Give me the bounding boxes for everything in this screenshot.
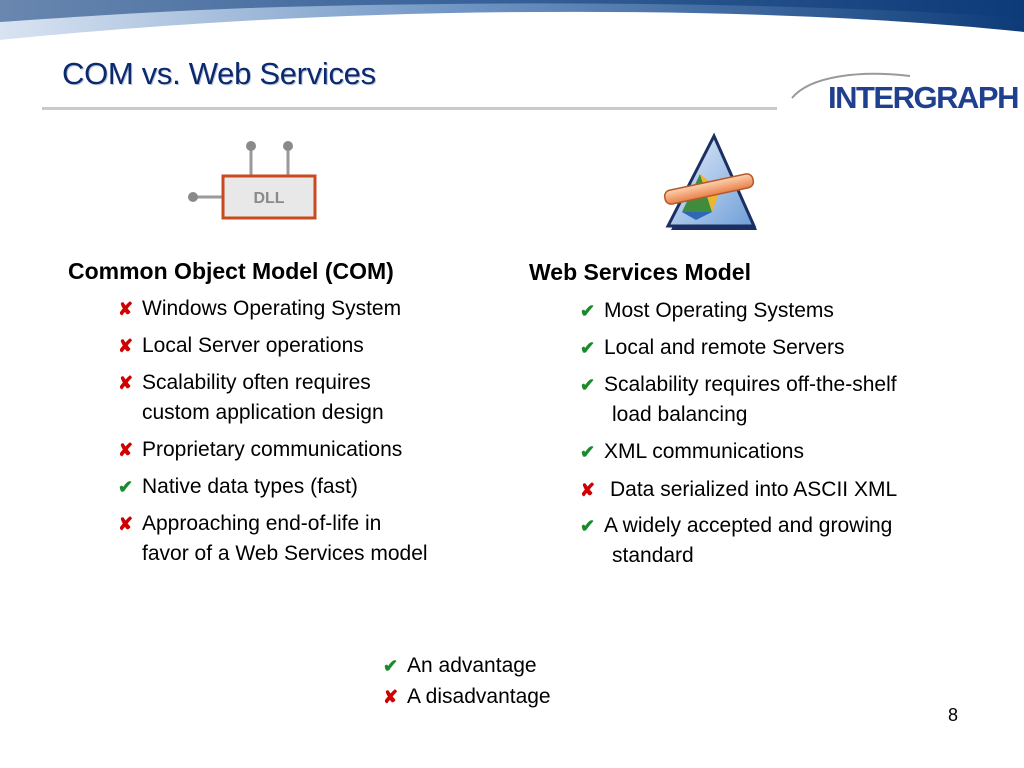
cross-icon: ✘ [118, 440, 134, 460]
com-item: ✔ Native data types (fast) [118, 472, 358, 502]
item-text-continued: custom application design [142, 401, 384, 424]
top-banner [0, 0, 1024, 48]
com-item: ✘ Approaching end-of-life in favor of a W… [118, 509, 428, 569]
item-text: Scalability often requires [142, 371, 371, 394]
item-text: Scalability requires off-the-shelf [604, 373, 897, 396]
item-text: Proprietary communications [142, 438, 403, 461]
checkmark-icon: ✔ [118, 477, 134, 497]
cross-icon: ✘ [118, 514, 134, 534]
item-text: XML communications [604, 440, 804, 463]
legend-disadvantage: ✘ A disadvantage [383, 682, 551, 712]
checkmark-icon: ✔ [580, 442, 596, 462]
intergraph-logo [791, 72, 911, 99]
item-text-continued: favor of a Web Services model [142, 542, 428, 565]
item-text-continued: standard [612, 544, 694, 567]
com-item: ✘ Windows Operating System [118, 294, 401, 324]
checkmark-icon: ✔ [580, 516, 596, 536]
title-divider [42, 107, 777, 110]
web-services-heading: Web Services Model [529, 259, 751, 285]
ws-item: ✔ Local and remote Servers [580, 333, 844, 363]
item-text: Local Server operations [142, 334, 364, 357]
ws-item: ✔ XML communications [580, 437, 804, 467]
item-text: Windows Operating System [142, 297, 402, 320]
com-item: ✘ Proprietary communications [118, 435, 402, 465]
com-item: ✘ Scalability often requires custom appli… [118, 368, 384, 428]
item-text: Local and remote Servers [604, 336, 845, 359]
ws-item: ✘ Data serialized into ASCII XML [580, 475, 897, 505]
checkmark-icon: ✔ [383, 656, 399, 676]
legend-advantage-label: An advantage [407, 654, 537, 677]
ws-item: ✔ Scalability requires off-the-shelf load… [580, 370, 897, 430]
checkmark-icon: ✔ [580, 375, 596, 395]
com-item: ✘ Local Server operations [118, 331, 364, 361]
cross-icon: ✘ [580, 480, 596, 500]
cross-icon: ✘ [118, 299, 134, 319]
item-text: Data serialized into ASCII XML [610, 478, 898, 501]
item-text: Native data types (fast) [142, 475, 358, 498]
item-text-continued: load balancing [612, 403, 748, 426]
ws-item: ✔ Most Operating Systems [580, 296, 834, 326]
page-title: COM vs. Web Services [62, 56, 376, 91]
page-number: 8 [948, 705, 959, 725]
dll-component-icon: DLL [188, 141, 317, 220]
web-services-icon [663, 132, 757, 230]
ws-item: ✔ A widely accepted and growing standard [580, 511, 892, 571]
logo-text: INTERGRAPH [828, 80, 1019, 115]
dll-label: DLL [253, 190, 284, 207]
item-text: Approaching end-of-life in [142, 512, 382, 535]
com-heading: Common Object Model (COM) [68, 258, 394, 284]
checkmark-icon: ✔ [580, 338, 596, 358]
legend-advantage: ✔ An advantage [383, 651, 537, 681]
item-text: A widely accepted and growing [604, 514, 893, 537]
item-text: Most Operating Systems [604, 299, 834, 322]
checkmark-icon: ✔ [580, 301, 596, 321]
cross-icon: ✘ [118, 336, 134, 356]
legend-disadvantage-label: A disadvantage [407, 685, 551, 708]
cross-icon: ✘ [383, 687, 399, 707]
cross-icon: ✘ [118, 373, 134, 393]
